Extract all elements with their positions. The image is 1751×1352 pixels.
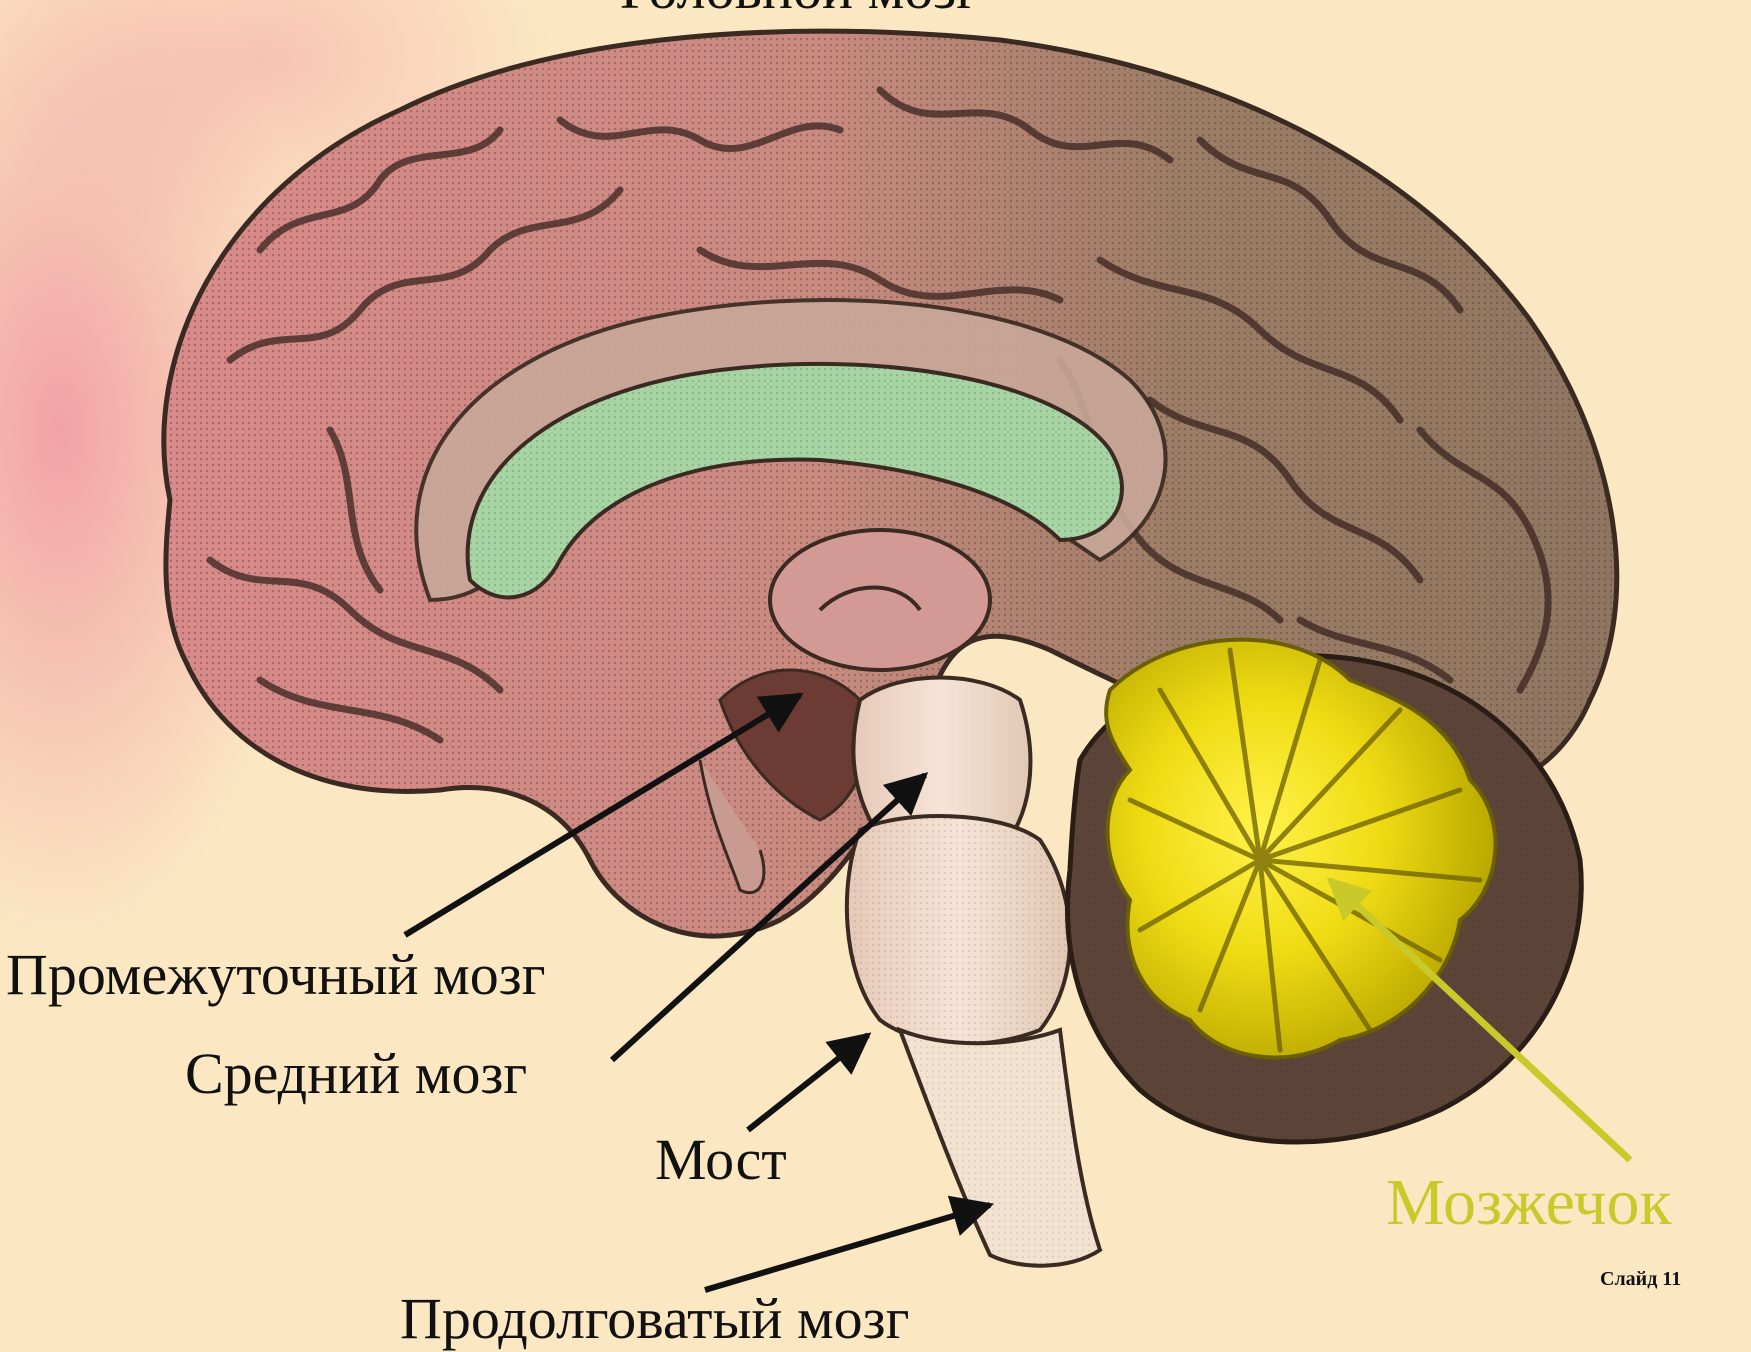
label-midbrain: Средний мозг xyxy=(185,1045,527,1103)
slide-number: Слайд 11 xyxy=(1600,1268,1681,1291)
label-pons: Мост xyxy=(655,1131,787,1189)
label-medulla: Продолговатый мозг xyxy=(400,1290,909,1348)
label-diencephalon: Промежуточный мозг xyxy=(6,946,546,1004)
thalamus xyxy=(770,530,990,670)
arrow-pons xyxy=(748,1035,868,1130)
arrow-medulla xyxy=(705,1205,990,1290)
label-cerebellum: Мозжечок xyxy=(1386,1170,1672,1236)
